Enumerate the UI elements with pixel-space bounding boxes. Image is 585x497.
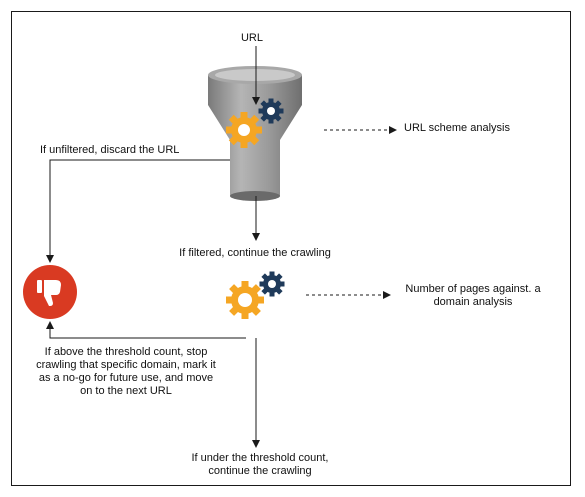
gear-icon: [226, 281, 264, 319]
gear-icon: [259, 271, 285, 297]
above-threshold-label: If above the threshold count, stop crawl…: [36, 346, 216, 397]
thumbs-down-icon: [23, 265, 77, 319]
under-threshold-label: If under the threshold count, continue t…: [191, 452, 329, 477]
scheme-analysis-label: URL scheme analysis: [404, 122, 510, 134]
connector-lines: [46, 46, 260, 448]
pages-analysis-label: Number of pages against. a domain analys…: [405, 283, 541, 308]
filtered-label: If filtered, continue the crawling: [179, 247, 331, 259]
discard-label: If unfiltered, discard the URL: [40, 144, 180, 156]
diagram-frame: [11, 11, 571, 486]
gear-icon: [226, 112, 262, 148]
analysis-connectors: [306, 126, 397, 299]
gear-icon: [258, 98, 284, 124]
url-label: URL: [240, 32, 263, 44]
